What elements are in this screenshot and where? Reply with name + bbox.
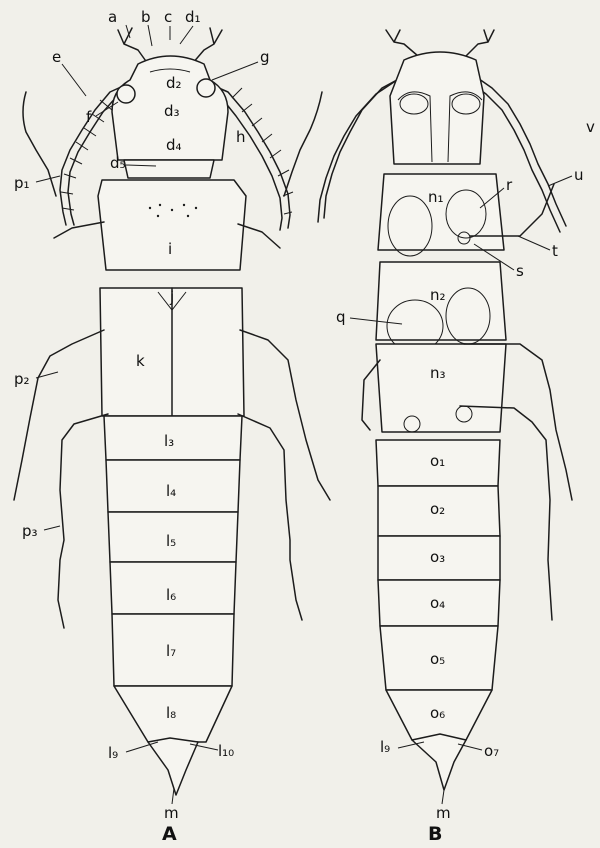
label-l9: l₉ [108,744,118,762]
label-d4: d₄ [166,136,182,154]
left-eye [117,85,135,103]
label-u: u [574,166,584,184]
label-b: b [141,8,151,26]
label-l6: l₆ [166,586,176,604]
label-k: k [136,352,145,370]
label-l9-b: l₉ [380,738,390,756]
head-b [390,52,484,164]
label-d3: d₃ [164,102,180,120]
label-o4: o₄ [430,594,445,612]
label-o7: o₇ [484,742,499,760]
label-o2: o₂ [430,500,445,518]
label-i: i [168,240,172,258]
label-o6: o₆ [430,704,445,722]
panel-label-a: A [162,823,177,845]
label-m: m [164,804,179,822]
label-s: s [516,262,524,280]
middle-leg-left-a [14,330,104,500]
neck-a [124,160,214,178]
right-eye [197,79,215,97]
front-leg-right-a [238,224,280,248]
label-d1: d₁ [185,8,201,26]
ventral-view-drawing [318,30,572,790]
label-l10: l₁₀ [218,742,234,760]
panel-label-b: B [428,823,442,845]
front-leg-left-a [54,222,104,238]
label-l7: l₇ [166,642,176,660]
label-d5: d₅ [110,154,126,172]
hind-leg-right-a [238,414,302,620]
label-q: q [336,308,346,326]
label-v: v [586,118,595,136]
hind-leg-left-a [58,414,108,628]
label-f: f [86,108,92,126]
label-o5: o₅ [430,650,445,668]
label-r: r [506,176,513,194]
label-m-b: m [436,804,451,822]
tail-a [148,738,198,795]
label-h: h [236,128,246,146]
prosternum-b [378,174,504,250]
label-l8: l₈ [166,704,176,722]
label-p1: p₁ [14,174,30,192]
label-g: g [260,48,270,66]
left-mandible [118,28,148,64]
label-p3: p₃ [22,522,38,540]
label-a: a [108,8,117,26]
label-l3: l₃ [164,432,174,450]
label-n1: n₁ [428,188,444,206]
label-e: e [52,48,61,66]
label-p2: p₂ [14,370,30,388]
label-j: j [169,288,174,306]
label-n3: n₃ [430,364,446,382]
label-n2: n₂ [430,286,446,304]
right-mandible [192,28,222,64]
label-l4: l₄ [166,482,176,500]
label-l5: l₅ [166,532,176,550]
label-o1: o₁ [430,452,445,470]
label-t: t [552,242,558,260]
label-c: c [164,8,172,26]
label-d2: d₂ [166,74,182,92]
label-o3: o₃ [430,548,445,566]
metathorax-b [376,344,506,432]
